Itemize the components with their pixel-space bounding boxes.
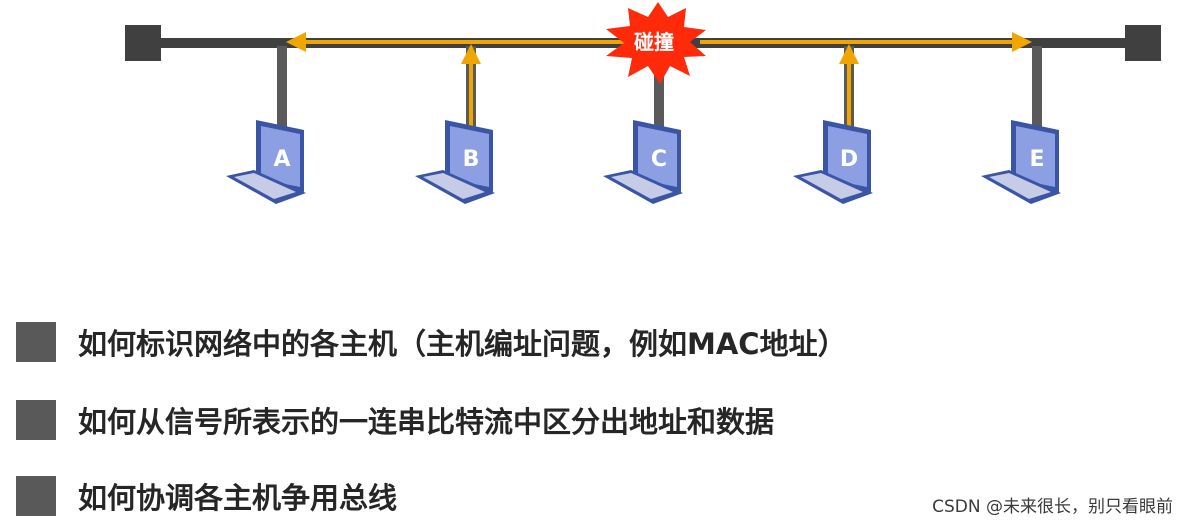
collision-star-icon bbox=[606, 2, 706, 84]
right-terminator bbox=[1125, 25, 1161, 61]
bullet-text: 如何标识网络中的各主机（主机编址问题，例如MAC地址） bbox=[78, 327, 847, 361]
bus-network-diagram: 碰撞 A B C D E bbox=[125, 2, 1161, 204]
host-label-e: E bbox=[1029, 147, 1044, 172]
bullet-square-icon bbox=[16, 476, 56, 516]
csdn-watermark: CSDN @未来很长，别只看眼前 bbox=[932, 497, 1173, 517]
bullet-text: 如何从信号所表示的一连串比特流中区分出地址和数据 bbox=[78, 405, 775, 439]
bullet-square-icon bbox=[16, 400, 56, 440]
host-label-d: D bbox=[840, 147, 858, 172]
laptop-host-b: B bbox=[415, 120, 495, 204]
bullet-item-framing: 如何从信号所表示的一连串比特流中区分出地址和数据 bbox=[16, 400, 774, 440]
drop-cable-c bbox=[654, 46, 664, 130]
collision-label: 碰撞 bbox=[634, 30, 674, 54]
drop-cable-e bbox=[1032, 46, 1042, 130]
host-label-c: C bbox=[651, 147, 667, 172]
laptop-host-e: E bbox=[981, 120, 1061, 204]
bullet-item-addressing: 如何标识网络中的各主机（主机编址问题，例如MAC地址） bbox=[16, 322, 847, 362]
bullet-square-icon bbox=[16, 322, 56, 362]
left-terminator bbox=[125, 25, 161, 61]
bullet-text: 如何协调各主机争用总线 bbox=[78, 481, 398, 515]
laptop-host-d: D bbox=[793, 120, 873, 204]
collision-burst: 碰撞 bbox=[606, 2, 706, 84]
laptop-host-a: A bbox=[226, 120, 306, 204]
bullet-item-bus-contention: 如何协调各主机争用总线 bbox=[16, 476, 397, 516]
host-label-a: A bbox=[273, 147, 290, 172]
laptop-host-c: C bbox=[603, 120, 683, 204]
drop-cable-a bbox=[277, 46, 287, 130]
host-label-b: B bbox=[463, 147, 480, 172]
